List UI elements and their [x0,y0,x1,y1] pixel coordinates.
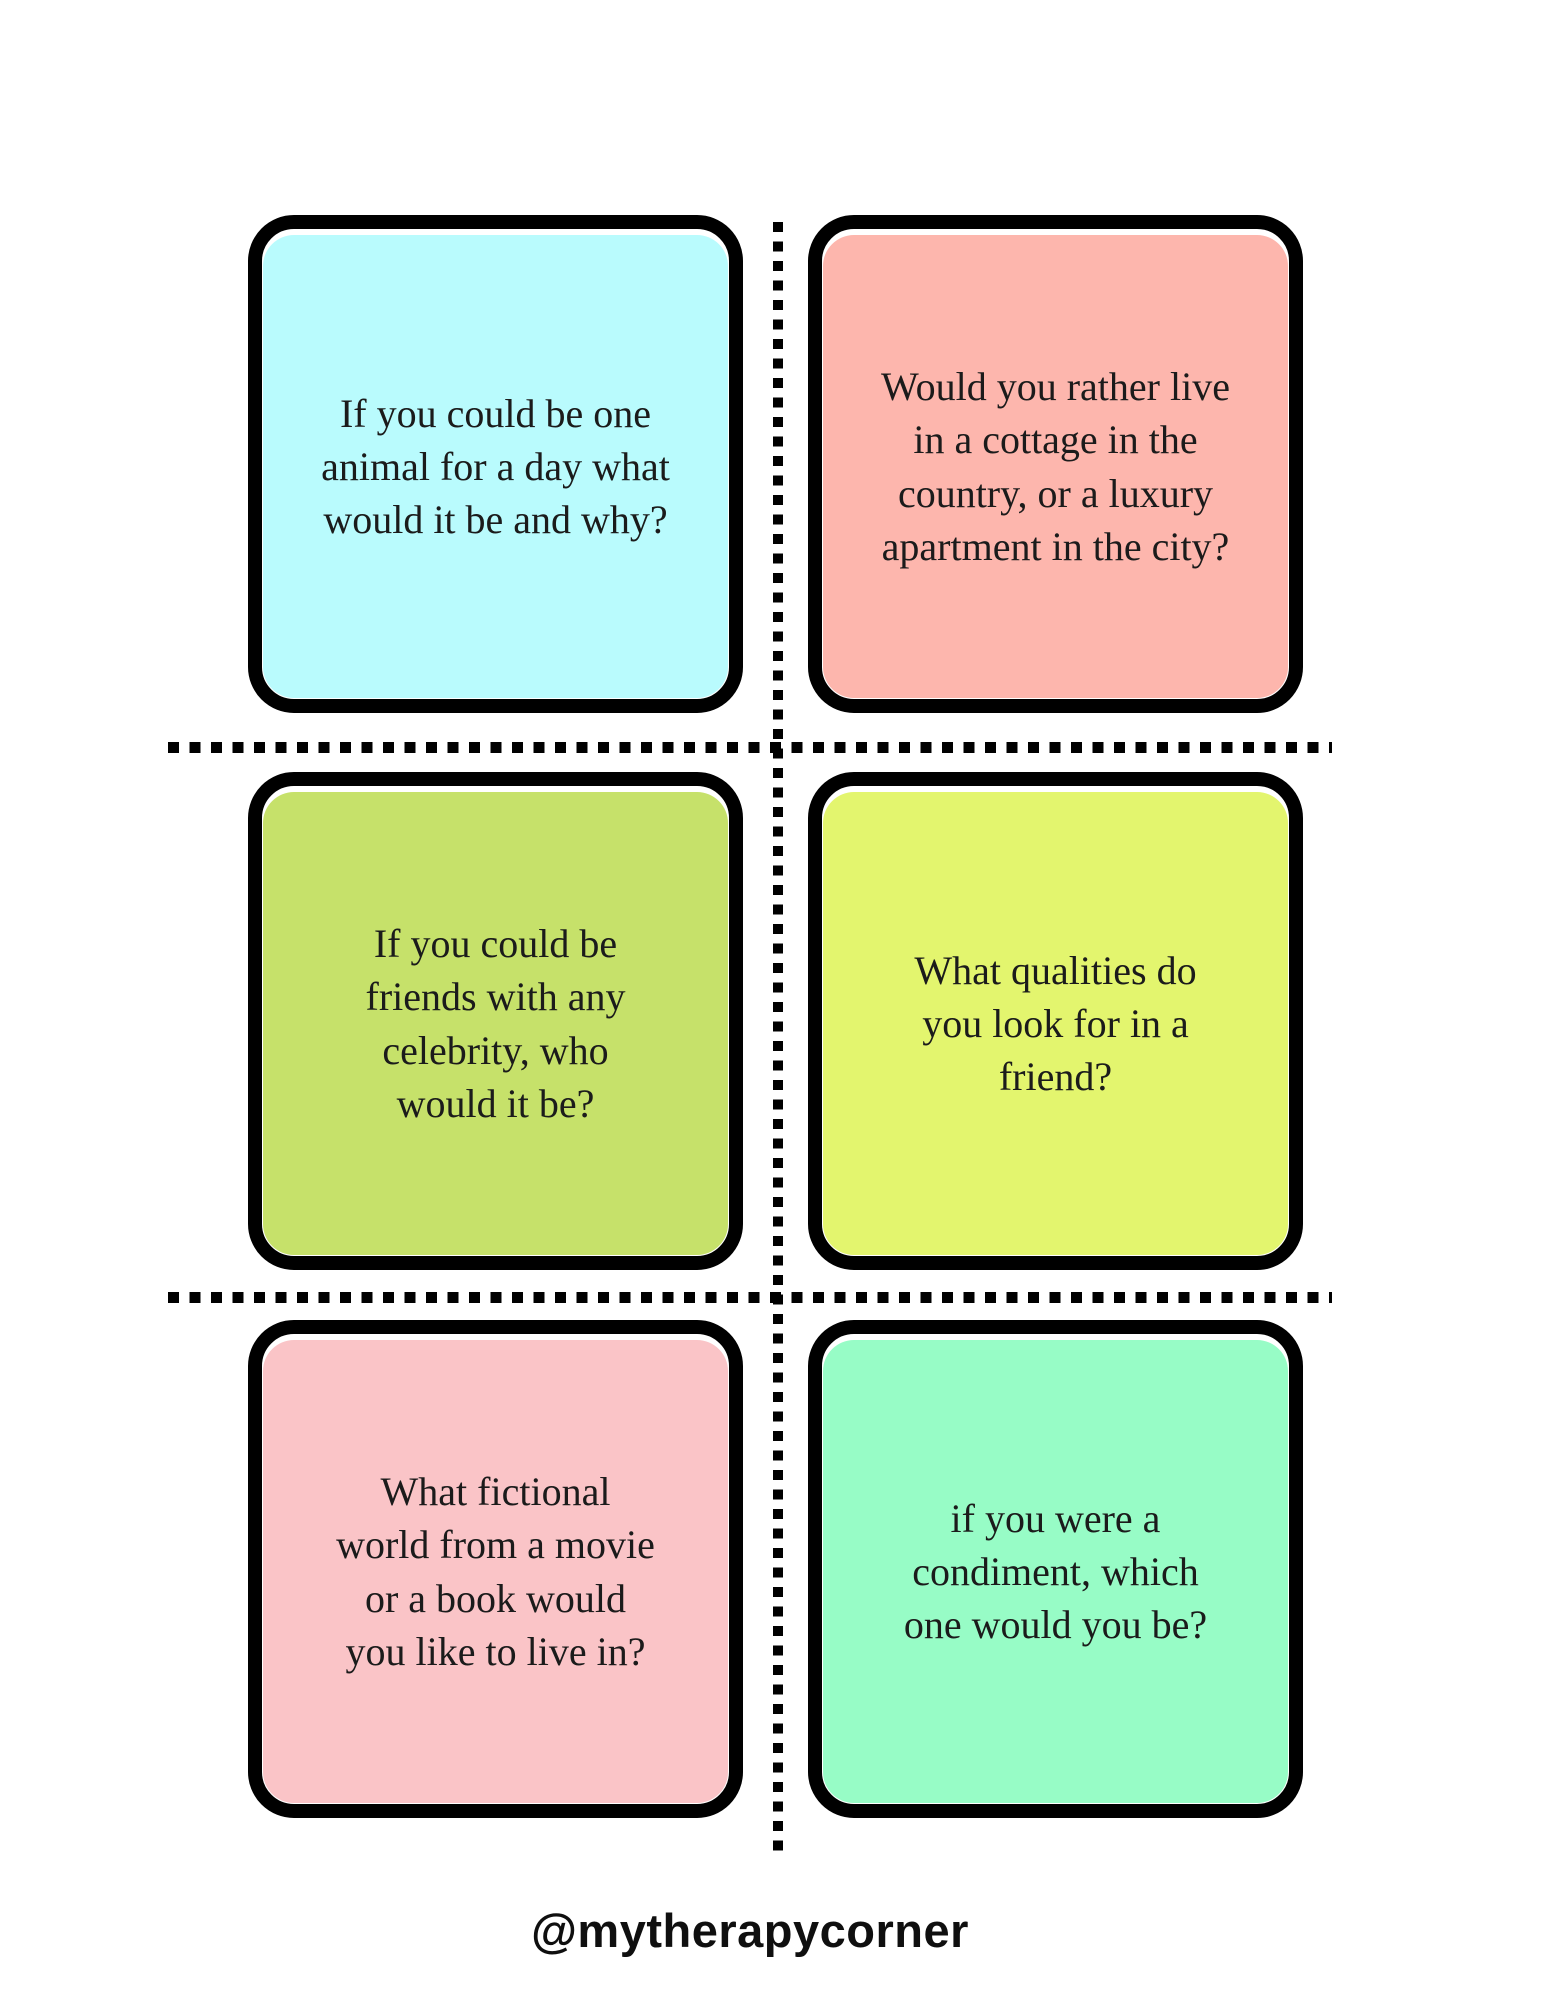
question-text: If you could be one animal for a day wha… [321,390,670,543]
question-text: if you were a condiment, which one would… [903,1495,1208,1648]
question-card-qualities: What qualities do you look for in a frie… [808,772,1303,1270]
card-background: If you could be one animal for a day wha… [263,235,728,698]
card-background: Would you rather live in a cottage in th… [823,235,1288,698]
card-background: What qualities do you look for in a frie… [823,792,1288,1255]
vertical-cut-line [773,222,783,1858]
question-card-fictional: What fictional world from a movie or a b… [248,1320,743,1818]
question-card-cottage: Would you rather live in a cottage in th… [808,215,1303,713]
question-card-condiment: if you were a condiment, which one would… [808,1320,1303,1818]
card-background: If you could be friends with any celebri… [263,792,728,1255]
horizontal-cut-line-1 [168,742,1332,753]
question-text: Would you rather live in a cottage in th… [881,364,1230,569]
question-text: If you could be friends with any celebri… [365,921,626,1126]
question-card-animal: If you could be one animal for a day wha… [248,215,743,713]
question-text: What qualities do you look for in a frie… [914,947,1197,1100]
card-background: if you were a condiment, which one would… [823,1340,1288,1803]
horizontal-cut-line-2 [168,1292,1332,1303]
card-background: What fictional world from a movie or a b… [263,1340,728,1803]
question-text: What fictional world from a movie or a b… [336,1469,655,1674]
social-handle: @mytherapycorner [531,1904,969,1957]
question-card-celebrity: If you could be friends with any celebri… [248,772,743,1270]
